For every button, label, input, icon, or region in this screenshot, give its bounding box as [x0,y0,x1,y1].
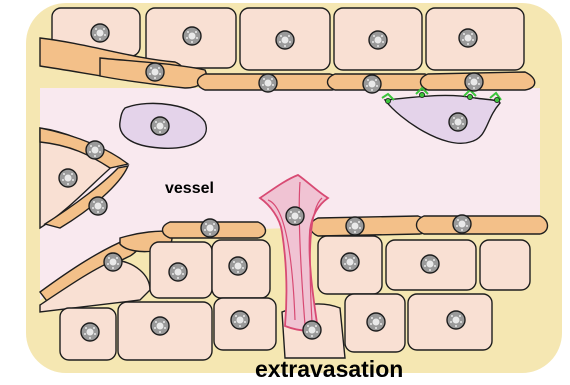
extravasation-label: extravasation [255,356,403,382]
vessel-label: vessel [165,180,214,197]
